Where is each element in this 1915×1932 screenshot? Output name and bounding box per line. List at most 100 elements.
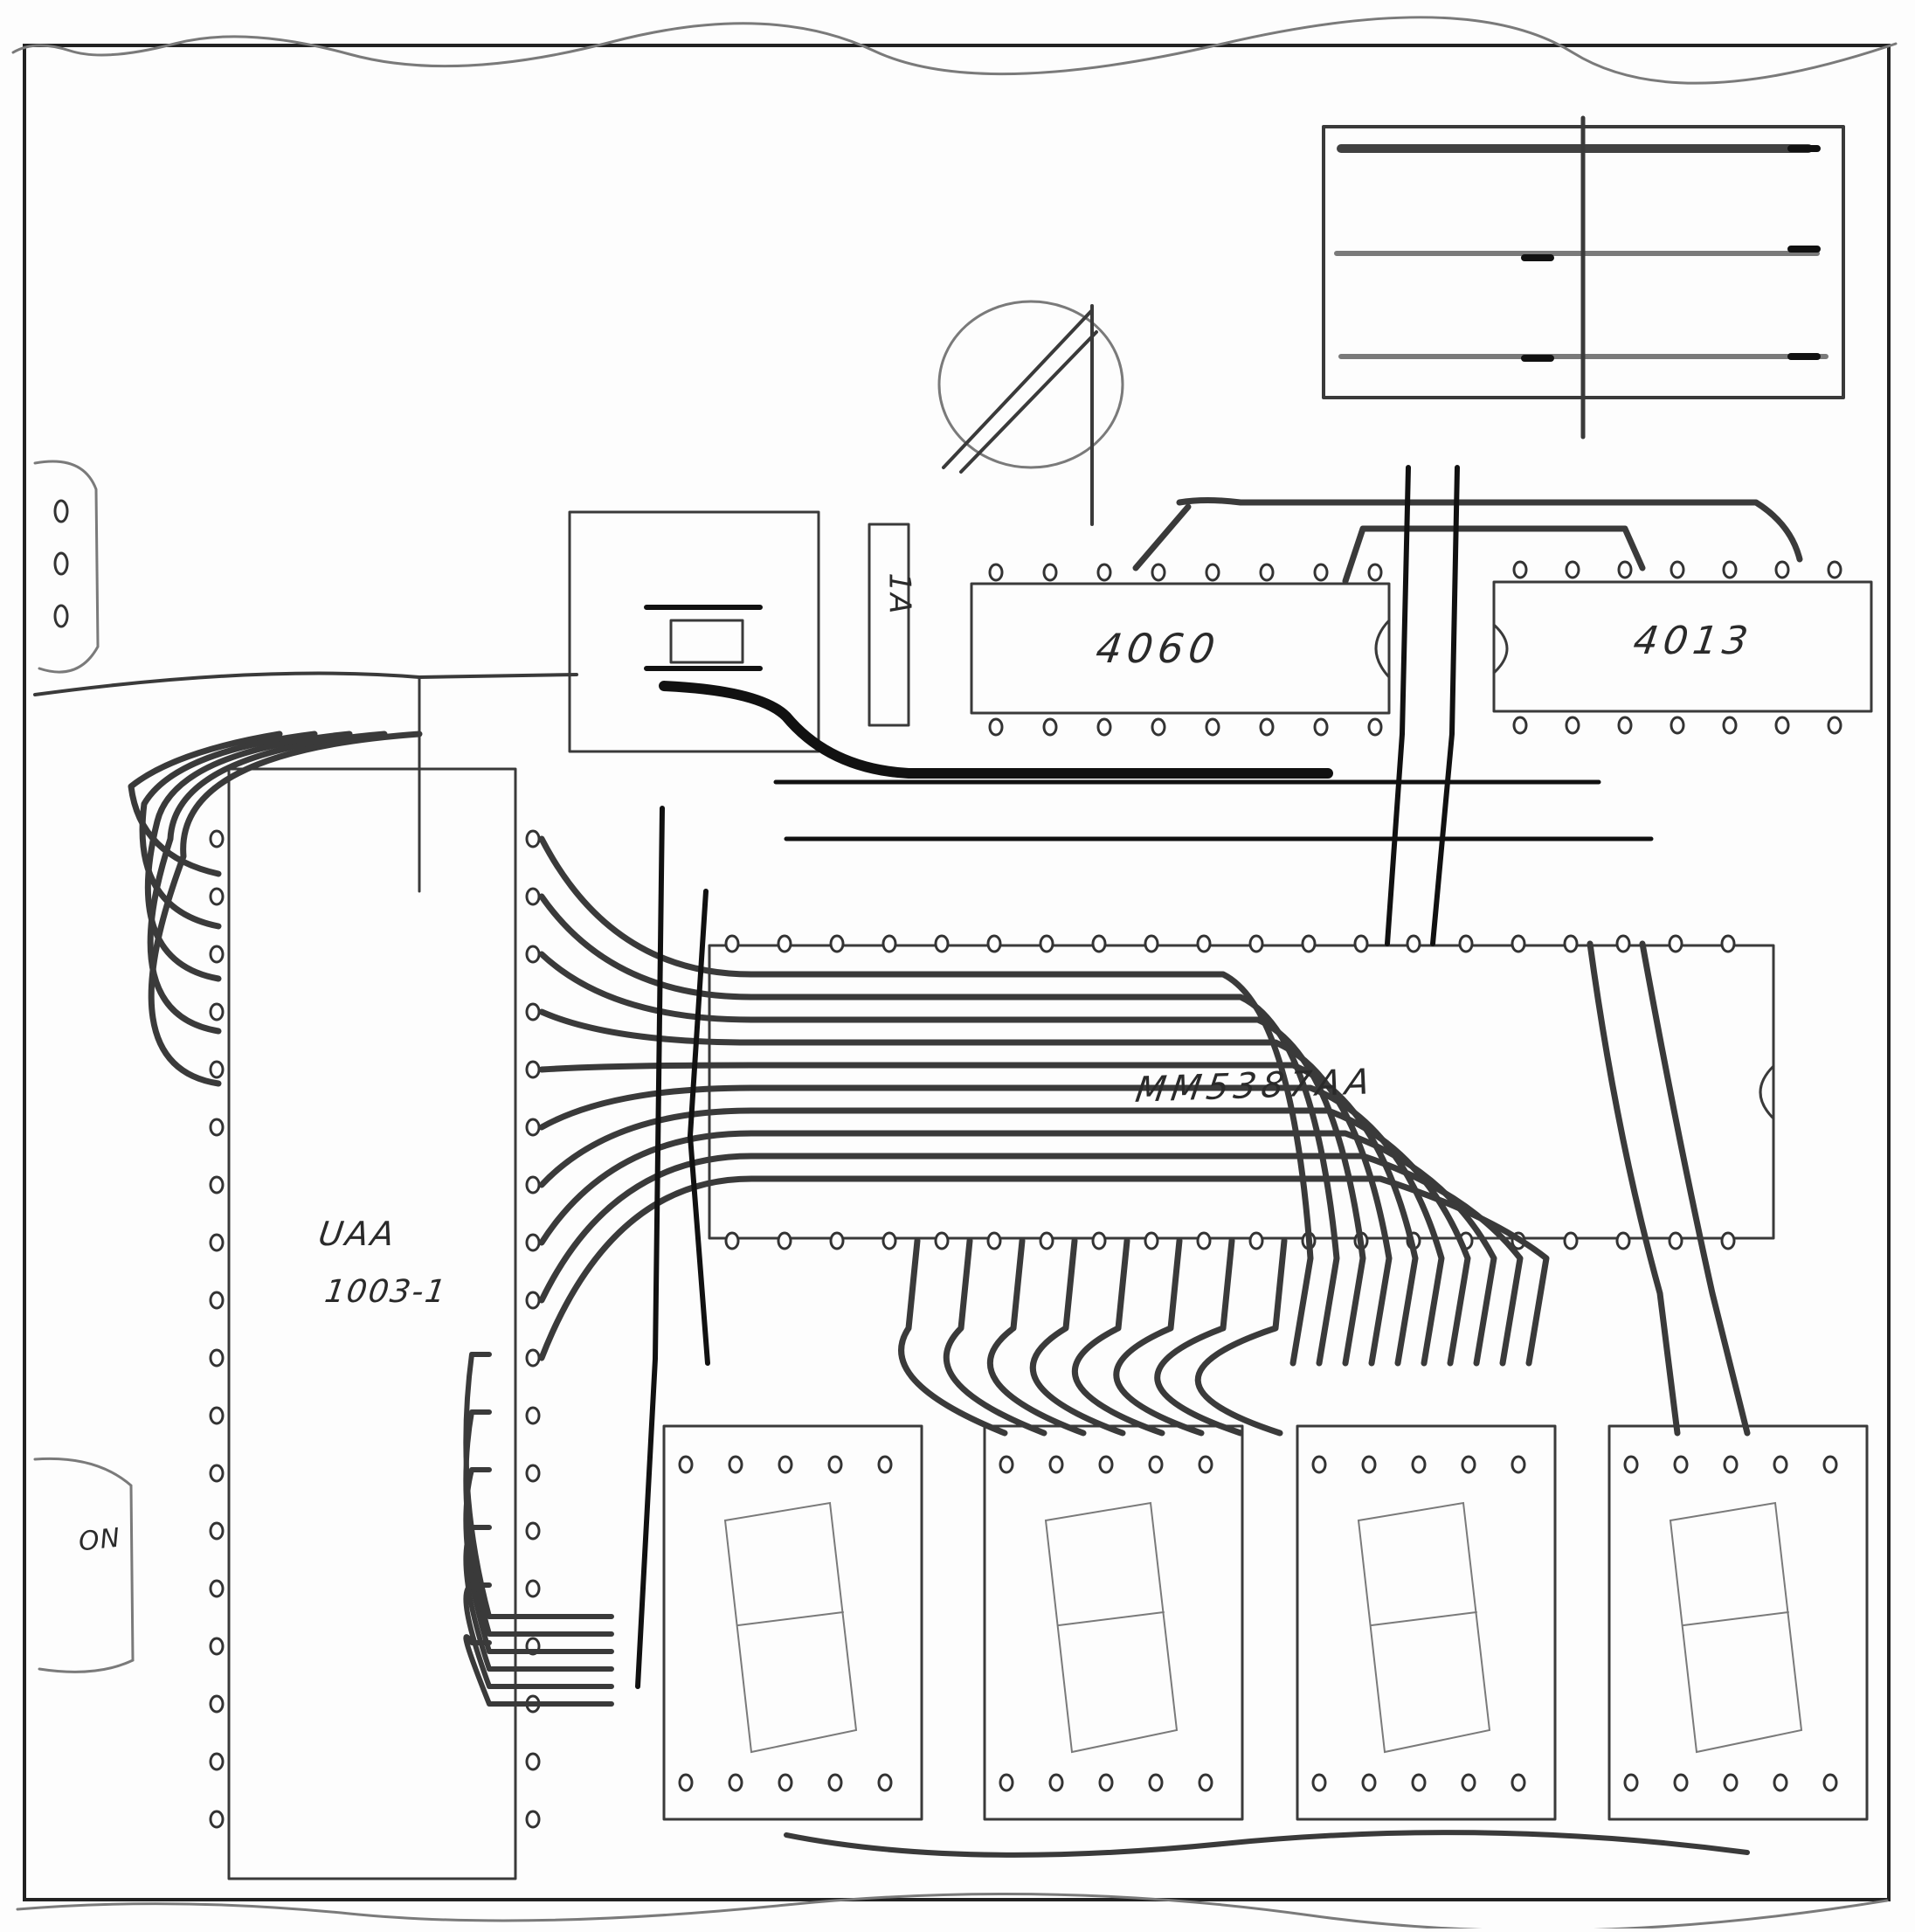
trace [943,1237,1047,1437]
solder-pad [1196,934,1212,953]
solder-pad [1411,1773,1427,1792]
trace [1176,497,1803,563]
trace [1587,940,1681,1437]
solder-pad [1205,717,1220,737]
solder-pad [881,1231,897,1250]
solder-pad [1673,1455,1689,1474]
solder-pad [999,1455,1014,1474]
solder-pad [209,1406,225,1425]
solder-pad [1623,1773,1639,1792]
solder-pad [1151,563,1166,582]
solder-pad [1668,1231,1683,1250]
ic-4013 [1492,560,1873,735]
solder-pad [209,1521,225,1541]
solder-pad [1670,716,1685,735]
solder-pad [1406,934,1421,953]
solder-pad [988,717,1004,737]
solder-pad [209,1637,225,1656]
trace [538,1008,1393,1367]
solder-pad [678,1773,694,1792]
solder-pad [778,1455,793,1474]
crystal-icon [644,605,763,671]
solder-pad [728,1455,743,1474]
solder-pad [1673,1773,1689,1792]
switch-label: ON [77,1522,122,1558]
ic-4060-label: 4060 [1093,625,1223,672]
trace [148,731,423,1087]
solder-pad [678,1455,694,1474]
solder-pad [1773,1455,1788,1474]
board-outline [23,44,1891,1901]
solder-pad [1670,560,1685,579]
led-digit-1 [662,1424,923,1821]
led-digit-4 [1607,1424,1869,1821]
solder-pad [1259,717,1275,737]
trace [1639,940,1751,1437]
solder-pad [1773,1773,1788,1792]
solder-pad [525,1233,541,1252]
solder-pad [525,1118,541,1137]
solder-pad [1563,934,1579,953]
solder-pad [1144,1231,1159,1250]
solder-pad [525,829,541,848]
solder-pad [1151,717,1166,737]
crystal-block [568,510,1333,779]
torn-edge-top [11,16,1898,85]
solder-pad [934,1231,950,1250]
wire-links [33,465,1654,1689]
trace [144,731,353,982]
solder-pad [1205,563,1220,582]
solder-pad [525,1291,541,1310]
solder-pad [1511,1773,1526,1792]
solder-pad [877,1773,893,1792]
solder-pad [525,1810,541,1829]
solder-pad [1617,560,1633,579]
trace [128,731,283,877]
solder-pad [1774,560,1790,579]
trace [139,731,318,930]
solder-pad [1311,1773,1327,1792]
ic-uaa-label-line1: UAA [315,1215,399,1253]
solder-pad [1722,560,1738,579]
switch-icon [1322,115,1845,440]
solder-pad [1353,934,1369,953]
solder-pad [525,1060,541,1079]
relay-label: 1A [881,572,917,616]
trace [784,1830,1750,1858]
solder-pad [1042,717,1058,737]
solder-pad [999,1773,1014,1792]
trace [463,1582,614,1689]
ic-uaa1003 [209,767,541,1880]
solder-pad [1615,934,1631,953]
solder-pad [1196,1231,1212,1250]
solder-pad [777,1231,792,1250]
solder-pad [1098,1773,1114,1792]
solder-pad [1144,934,1159,953]
solder-pad [1565,560,1580,579]
solder-pad [1668,934,1683,953]
solder-pad [525,945,541,964]
solder-pad [209,829,225,848]
solder-pad [1367,563,1383,582]
ground-trace [659,681,1333,779]
solder-pad [1198,1773,1213,1792]
connector-left [33,460,135,1673]
trace [463,1525,614,1672]
solder-pad [1048,1773,1064,1792]
solder-pad [1313,563,1329,582]
trace [986,1237,1087,1437]
solder-pad [1617,716,1633,735]
solder-pad [1311,1455,1327,1474]
solder-pad [209,1810,225,1829]
solder-pad [1367,717,1383,737]
solder-pad [986,934,1002,953]
solder-pad [1822,1455,1838,1474]
ic-4060 [970,563,1391,737]
solder-pad [778,1773,793,1792]
trace [1113,1237,1205,1437]
solder-pad [1461,1773,1476,1792]
solder-pad [827,1773,843,1792]
solder-pad [1091,1231,1107,1250]
solder-pad [1720,934,1736,953]
